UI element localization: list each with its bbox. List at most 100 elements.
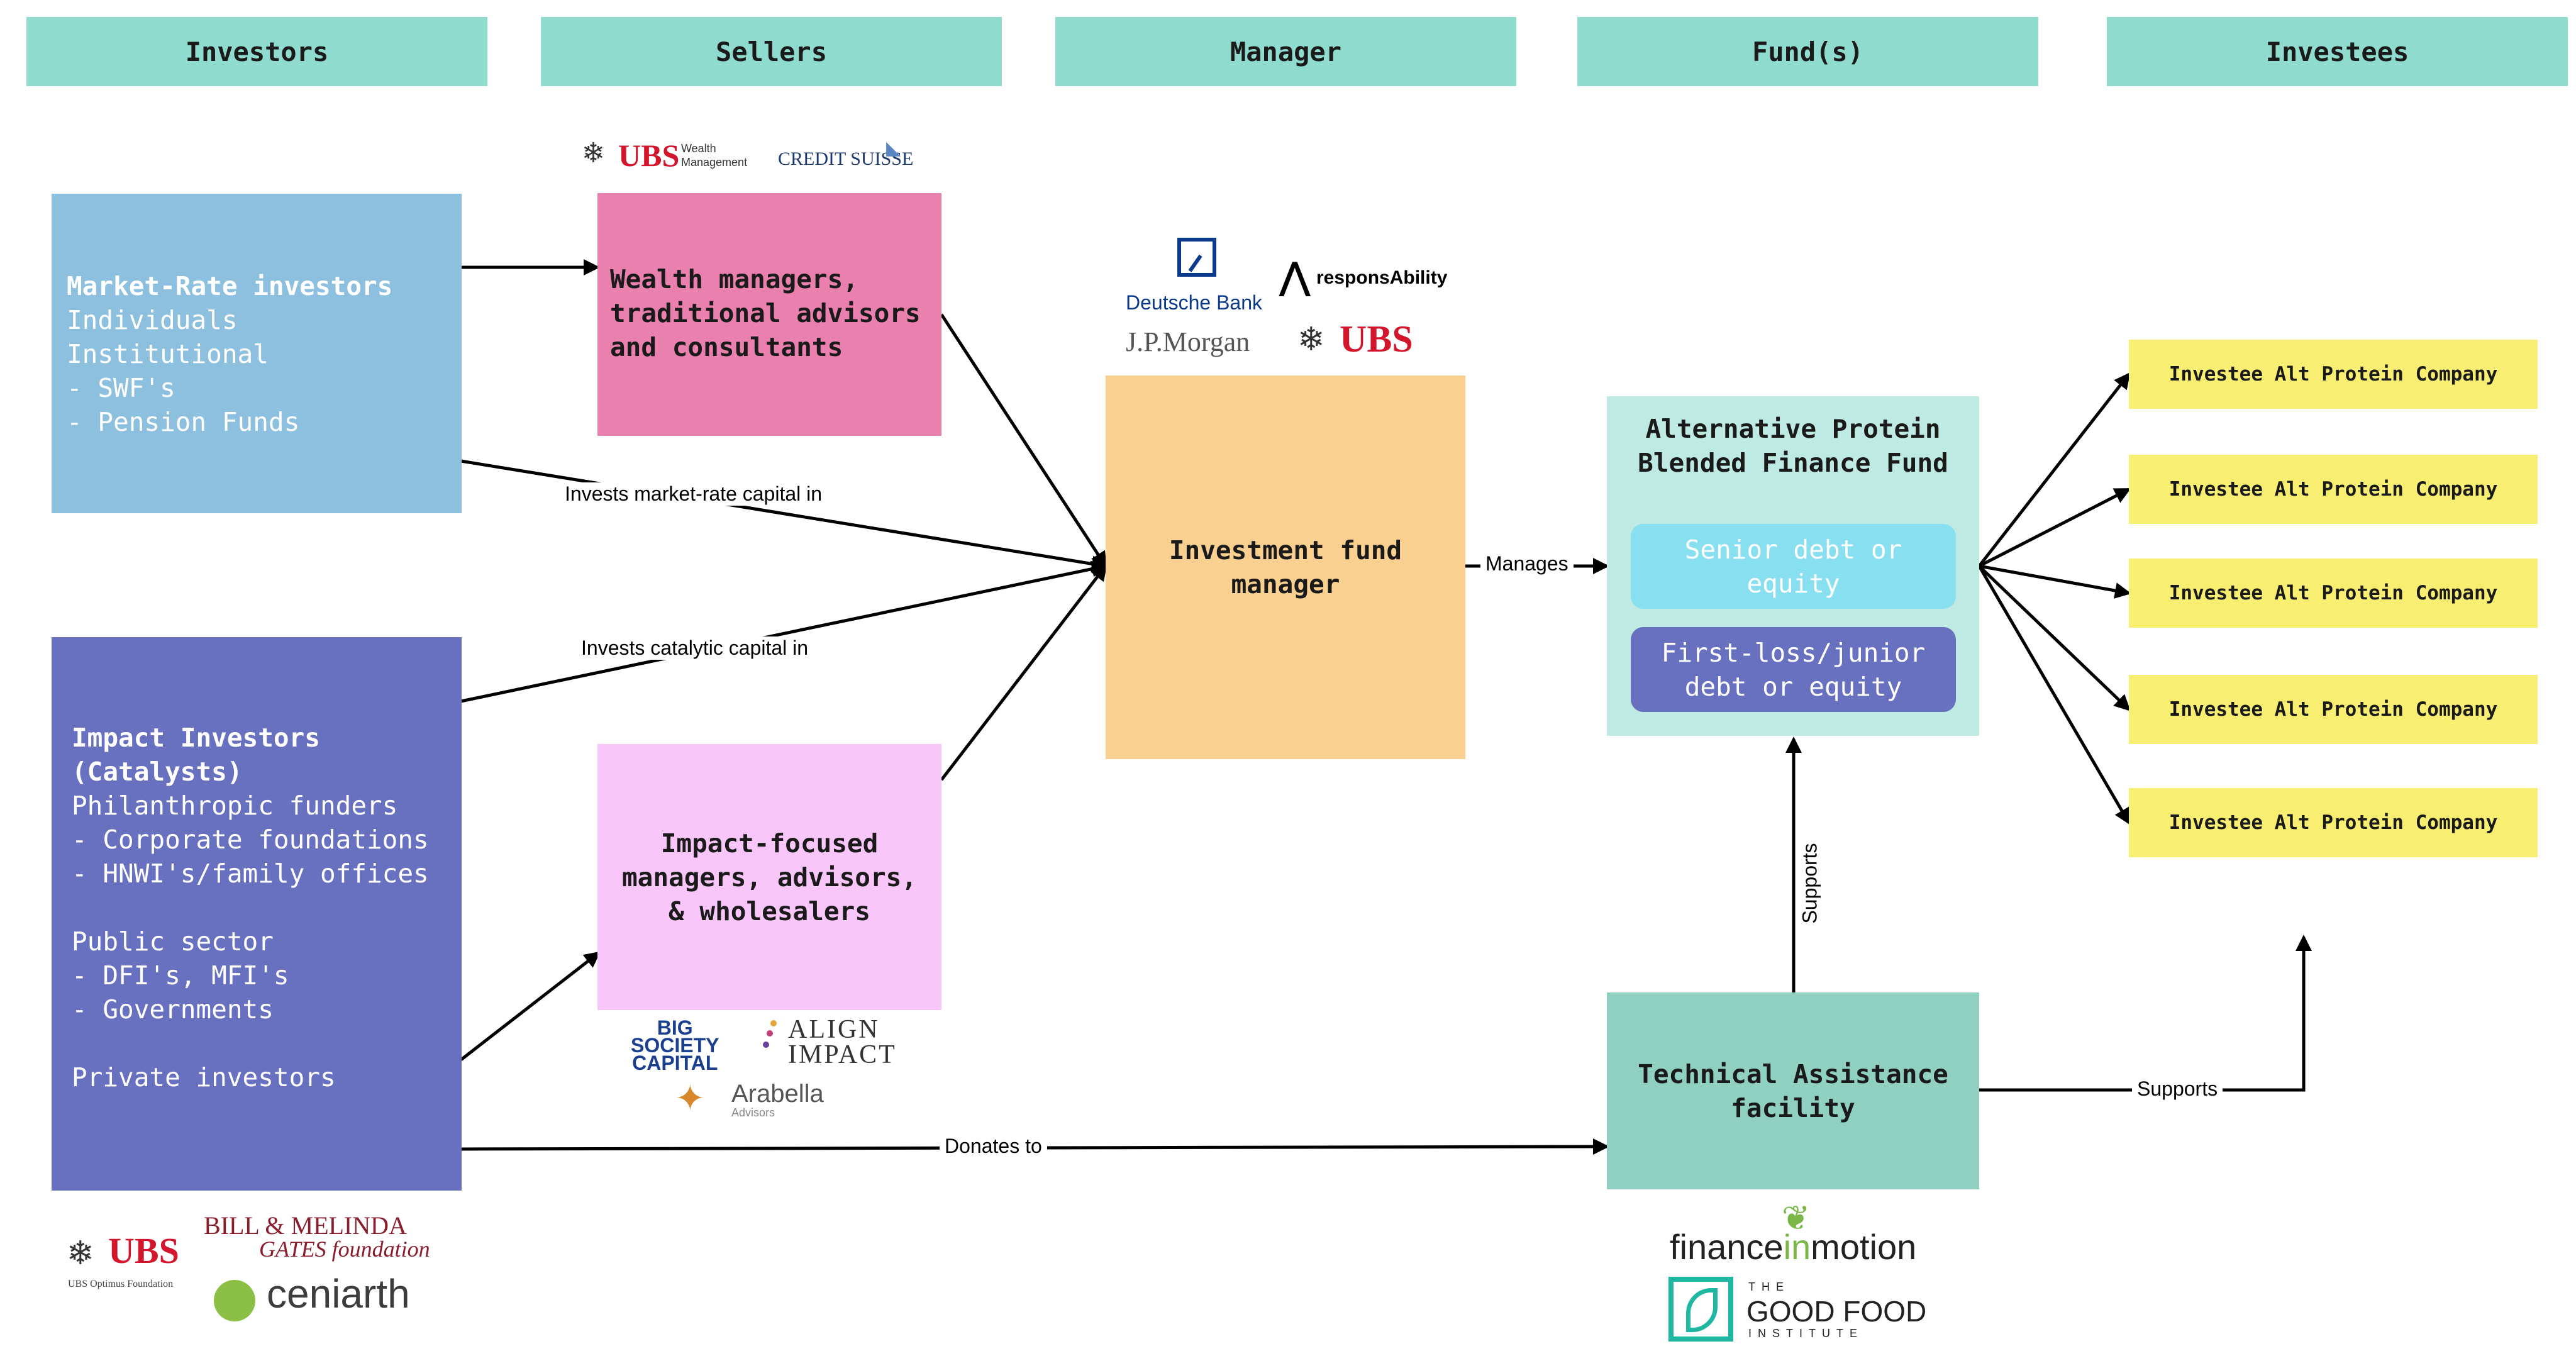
investee-box: Investee Alt Protein Company [2129,340,2538,409]
gates-foundation-line: BILL & MELINDA [204,1211,407,1240]
arabella-sub: Advisors [731,1106,775,1119]
bsc-line: SOCIETY [631,1034,719,1057]
market-rate-line: Institutional [67,339,269,369]
impact-line: - DFI's, MFI's [72,960,289,991]
investee-box: Investee Alt Protein Company [2129,455,2538,524]
ceniarth-wordmark: ceniarth [267,1271,410,1316]
impact-line: - Governments [72,994,274,1025]
edge-label-market-rate: Invests market-rate capital in [560,482,828,506]
impact-focused-line: Impact-focused [660,828,879,859]
fund-title-line: Blended Finance Fund [1638,448,1948,478]
credit-suisse-logo: CREDIT SUISSE ◣ [778,138,914,170]
investment-fund-manager-box: Investment fund manager [1106,375,1465,759]
ubs-wm-wordmark: UBS [618,138,680,173]
column-header-funds: Fund(s) [1577,17,2038,86]
alt-protein-fund-box: Alternative Protein Blended Finance Fund… [1607,396,1979,736]
responsability-icon: ⋀ [1280,256,1310,297]
big-society-capital-logo: BIG SOCIETY CAPITAL [631,1016,719,1074]
edge-fund-to-investee-5 [1977,565,2131,825]
market-rate-line: - Pension Funds [67,407,300,437]
ubs-wm-line: Management [681,156,748,169]
impact-line [72,1026,462,1060]
ubs-optimus-caption: UBS Optimus Foundation [68,1279,174,1289]
impact-title: (Catalysts) [72,757,243,787]
edge-fund-to-investee-4 [1978,565,2131,711]
edge-label-donates: Donates to [940,1135,1047,1158]
column-header-investees: Investees [2107,17,2568,86]
impact-investors-box: Impact Investors (Catalysts) Philanthrop… [52,637,462,1191]
arabella-wordmark: Arabella [731,1080,824,1108]
investee-box: Investee Alt Protein Company [2129,559,2538,628]
impact-focused-line: managers, advisors, [622,862,917,892]
align-impact-icon [763,1020,777,1058]
deutsche-bank-wordmark: Deutsche Bank [1126,291,1263,314]
ubs-logo: UBS [1340,318,1413,360]
market-rate-investors-box: Market-Rate investors Individuals Instit… [52,194,462,513]
manager-line: Investment fund [1169,535,1402,565]
gfi-line: INSTITUTE [1748,1327,1863,1340]
technical-assistance-box: Technical Assistance facility [1607,992,1979,1189]
fund-title: Alternative Protein Blended Finance Fund [1607,412,1979,480]
edge-wealth-to-manager [940,313,1108,569]
gfi-line: THE [1748,1281,1790,1293]
edge-label-manages: Manages [1480,552,1574,575]
sail-icon: ◣ [886,138,901,158]
fund-title-line: Alternative Protein [1645,414,1941,444]
wealth-managers-box: Wealth managers, traditional advisors an… [597,193,941,436]
manager-line: manager [1231,569,1340,599]
impact-line: Philanthropic funders [72,791,398,821]
jpmorgan-logo: J.P.Morgan [1126,326,1250,357]
ubs-wm-line: Wealth [681,142,716,155]
column-header-sellers: Sellers [541,17,1002,86]
edge-label-catalytic: Invests catalytic capital in [576,636,814,660]
ta-line: facility [1731,1092,1855,1123]
junior-line: First-loss/junior [1661,637,1926,668]
edge-impactfocused-to-manager [940,564,1108,781]
responsability-wordmark: responsAbility [1316,267,1448,288]
align-impact-logo: ALIGN IMPACT [788,1015,897,1069]
senior-line: equity [1746,568,1840,599]
impact-line: - Corporate foundations [72,825,429,855]
edge-market-to-manager [460,459,1108,572]
ubs-keys-icon: ❄ [582,138,605,169]
edge-fund-to-investee-2 [1978,487,2131,568]
align-impact-line: IMPACT [788,1040,897,1069]
wealth-line: and consultants [610,332,843,362]
gates-foundation-line: GATES foundation [259,1237,430,1262]
edge-label-supports-horizontal: Supports [2132,1077,2223,1101]
investee-box: Investee Alt Protein Company [2129,675,2538,744]
market-rate-title: Market-Rate investors [67,271,393,301]
edge-label-supports-vertical: Supports [1798,838,1822,929]
gfi-line: GOOD FOOD [1746,1295,1927,1328]
bsc-line: CAPITAL [632,1052,718,1074]
market-rate-line: - SWF's [67,373,175,403]
arabella-icon: ✦ [675,1078,706,1119]
deutsche-bank-icon [1177,238,1216,277]
senior-tranche: Senior debt or equity [1631,524,1956,609]
wealth-line: Wealth managers, [610,264,858,294]
deutsche-bank-slash [1188,254,1202,272]
fim-part: motion [1811,1227,1917,1267]
junior-tranche: First-loss/junior debt or equity [1631,627,1956,712]
wealth-line: traditional advisors [610,298,921,328]
ubs-optimus-wordmark: UBS [108,1230,179,1271]
impact-line: - HNWI's/family offices [72,859,429,889]
impact-line: Public sector [72,926,274,957]
impact-focused-line: & wholesalers [669,896,870,926]
finance-in-motion-bird-icon: ❦ [1782,1199,1811,1237]
bsc-line: BIG [657,1016,693,1039]
edge-fund-to-investee-1 [1978,372,2131,567]
edge-ta-to-investees [1979,935,2312,1092]
align-impact-line: ALIGN [788,1015,880,1044]
ta-line: Technical Assistance [1638,1059,1948,1089]
ubs-keys-icon: ❄ [1297,322,1325,358]
fim-part: finance [1670,1227,1784,1267]
edge-impact-to-impactfocused [460,951,601,1061]
finance-in-motion-logo: financeinmotion [1670,1226,1916,1267]
edge-fund-to-investee-3 [1979,564,2131,599]
impact-line [72,891,462,925]
fim-part: in [1783,1227,1811,1267]
column-header-investors: Investors [26,17,487,86]
credit-suisse-wordmark: CREDIT SUISSE [778,148,914,169]
edge-impact-to-manager [460,560,1108,703]
